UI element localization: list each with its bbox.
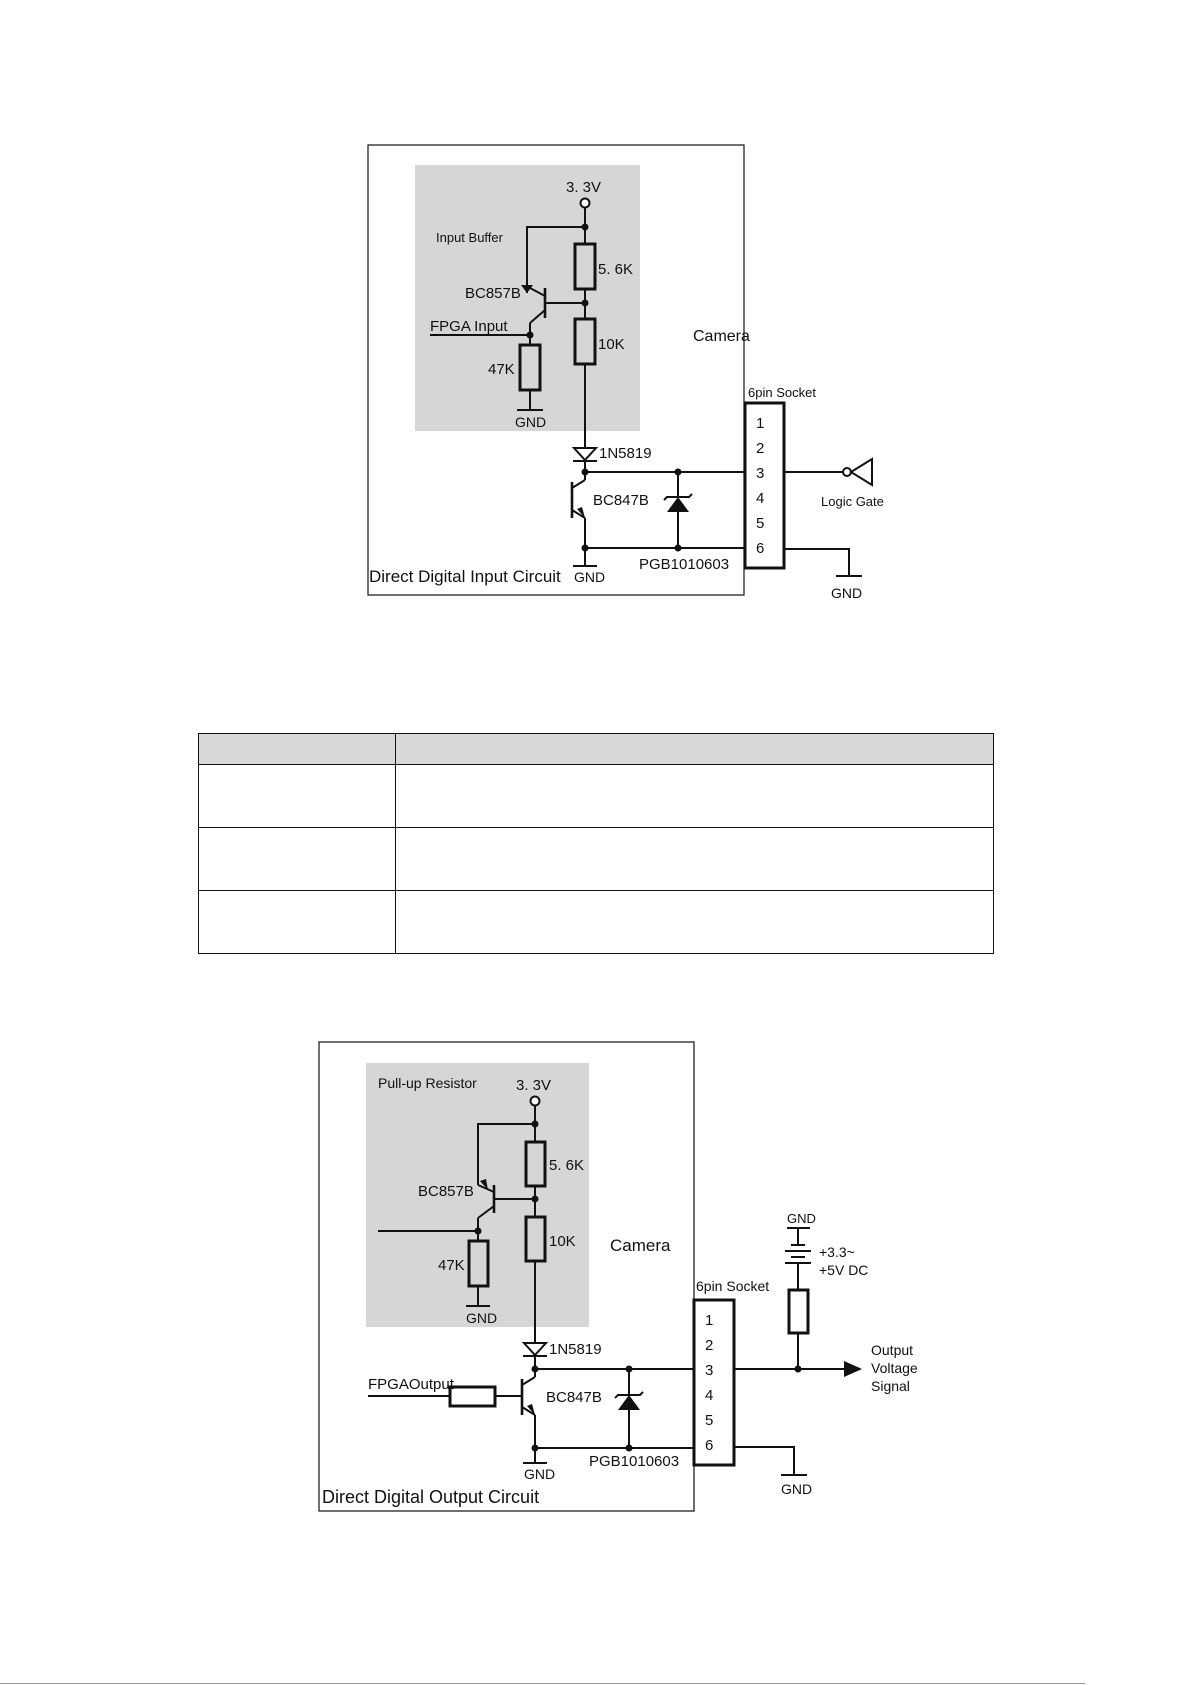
input-npn-label: BC847B bbox=[593, 492, 649, 509]
output-circuit-figure: Pull-up Resistor 3. 3V 5. 6K BC857B 10K … bbox=[318, 1041, 918, 1512]
output-diode-label: 1N5819 bbox=[549, 1341, 602, 1358]
input-diode-label: 1N5819 bbox=[599, 445, 652, 462]
output-diode bbox=[521, 1342, 549, 1357]
input-pin-1: 1 bbox=[756, 415, 764, 432]
input-buffer-label: Input Buffer bbox=[436, 230, 504, 245]
input-pin-3: 3 bbox=[756, 465, 764, 482]
table-row bbox=[198, 764, 994, 828]
output-r2-label: 10K bbox=[549, 1233, 576, 1250]
input-pin-2: 2 bbox=[756, 440, 764, 457]
output-pin-2: 2 bbox=[705, 1337, 713, 1354]
input-r1-label: 5. 6K bbox=[598, 261, 633, 278]
output-pullup-resistor bbox=[787, 1288, 810, 1335]
input-buffer-gnd-label: GND bbox=[515, 414, 546, 430]
output-tvs-label: PGB1010603 bbox=[589, 1453, 679, 1470]
output-gnd-label: GND bbox=[524, 1466, 555, 1482]
input-diode bbox=[571, 447, 599, 462]
output-supply-terminal bbox=[529, 1095, 541, 1107]
output-signal-line-2: Voltage bbox=[871, 1360, 918, 1376]
logic-gate-symbol bbox=[849, 457, 873, 487]
table-cell bbox=[395, 764, 994, 828]
input-external-gnd-label: GND bbox=[831, 585, 862, 601]
input-pin-6: 6 bbox=[756, 540, 764, 557]
output-pin-6: 6 bbox=[705, 1437, 713, 1454]
output-r3-label: 47K bbox=[438, 1257, 465, 1274]
output-tvs-diode bbox=[618, 1395, 640, 1410]
dc-supply-line-2: +5V DC bbox=[819, 1262, 868, 1278]
table-cell bbox=[198, 827, 396, 891]
table-cell bbox=[395, 890, 994, 954]
input-circuit-title: Direct Digital Input Circuit bbox=[369, 567, 561, 586]
output-camera-label: Camera bbox=[610, 1236, 671, 1255]
output-supply-label: 3. 3V bbox=[516, 1077, 551, 1094]
input-tvs-diode bbox=[667, 497, 689, 512]
output-r1-label: 5. 6K bbox=[549, 1157, 584, 1174]
fpga-output-label: FPGAOutput bbox=[368, 1376, 455, 1393]
output-signal-arrow bbox=[844, 1361, 862, 1377]
logic-gate-label: Logic Gate bbox=[821, 494, 884, 509]
signal-table-header-cell bbox=[198, 733, 396, 765]
input-r2-label: 10K bbox=[598, 336, 625, 353]
signal-table-header bbox=[198, 733, 994, 765]
output-npn-label: BC847B bbox=[546, 1389, 602, 1406]
table-cell bbox=[198, 890, 396, 954]
input-gnd-label: GND bbox=[574, 569, 605, 585]
input-supply-terminal bbox=[579, 197, 591, 209]
page-footer-rule bbox=[0, 1683, 1085, 1684]
input-pnp-label: BC857B bbox=[465, 285, 521, 302]
input-buffer-shade bbox=[415, 165, 640, 431]
pullup-resistor-label: Pull-up Resistor bbox=[378, 1075, 477, 1091]
input-camera-frame bbox=[367, 144, 745, 596]
output-circuit-title: Direct Digital Output Circuit bbox=[322, 1487, 539, 1507]
table-cell bbox=[198, 764, 396, 828]
input-6pin-socket bbox=[743, 401, 786, 570]
table-row bbox=[198, 827, 994, 891]
input-r3-label: 47K bbox=[488, 361, 515, 378]
table-row bbox=[198, 890, 994, 954]
pullup-resistor-shade bbox=[366, 1063, 589, 1327]
output-pin-1: 1 bbox=[705, 1312, 713, 1329]
output-signal-line-3: Signal bbox=[871, 1378, 910, 1394]
output-pin-3: 3 bbox=[705, 1362, 713, 1379]
signal-table-header-cell bbox=[395, 733, 994, 765]
output-base-resistor bbox=[448, 1385, 497, 1408]
output-external-gnd-label: GND bbox=[781, 1481, 812, 1497]
input-pin-4: 4 bbox=[756, 490, 764, 507]
output-buffer-gnd-label: GND bbox=[466, 1310, 497, 1326]
table-cell bbox=[395, 827, 994, 891]
input-camera-label: Camera bbox=[693, 328, 750, 345]
input-pin-5: 5 bbox=[756, 515, 764, 532]
signal-table bbox=[198, 733, 994, 954]
output-socket-label: 6pin Socket bbox=[696, 1278, 769, 1294]
output-pin-4: 4 bbox=[705, 1387, 713, 1404]
dc-supply-line-1: +3.3~ bbox=[819, 1244, 855, 1260]
input-socket-label: 6pin Socket bbox=[748, 385, 816, 400]
input-circuit-figure: 3. 3V 5. 6K BC857B Input Buffer 10K FPGA… bbox=[367, 144, 884, 601]
input-fpga-label: FPGA Input bbox=[430, 318, 508, 335]
input-supply-label: 3. 3V bbox=[566, 179, 601, 196]
input-tvs-label: PGB1010603 bbox=[639, 556, 729, 573]
output-pin-5: 5 bbox=[705, 1412, 713, 1429]
output-supply-gnd-label: GND bbox=[787, 1211, 816, 1226]
output-camera-frame bbox=[318, 1041, 695, 1512]
output-signal-line-1: Output bbox=[871, 1342, 913, 1358]
output-pnp-label: BC857B bbox=[418, 1183, 474, 1200]
output-6pin-socket bbox=[692, 1298, 736, 1467]
